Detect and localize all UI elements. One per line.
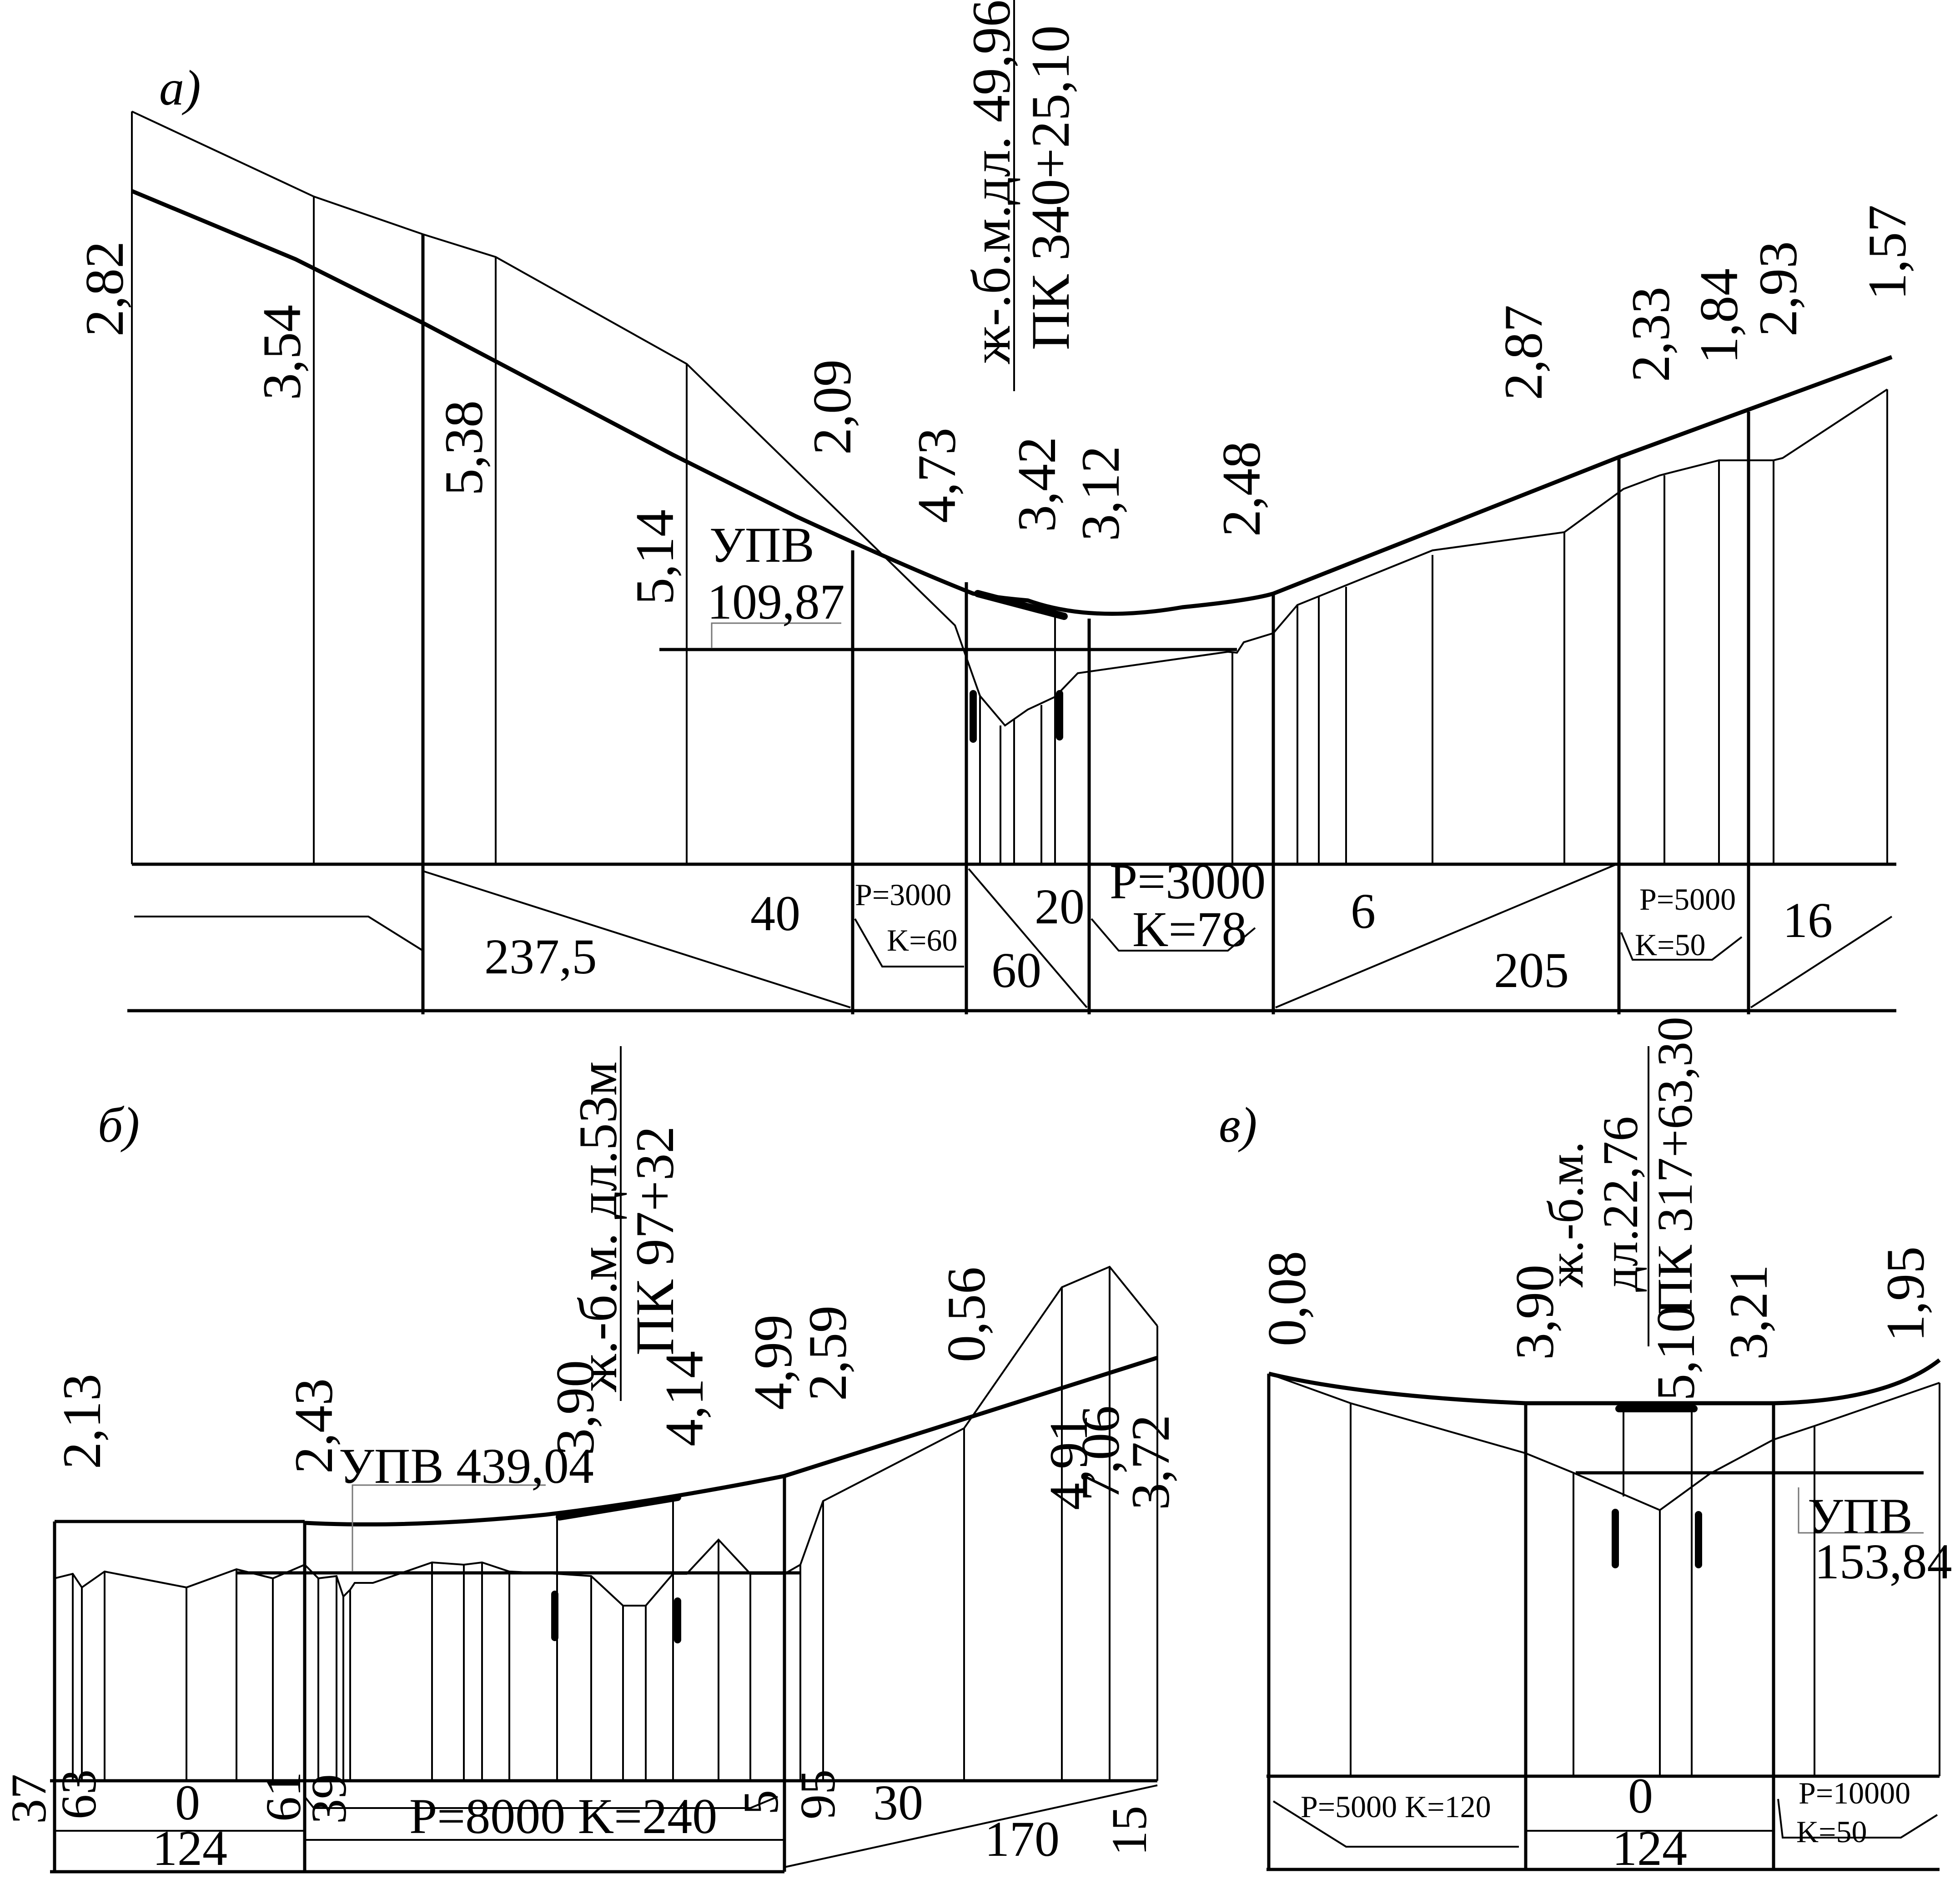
svg-text:1,84: 1,84 — [1689, 268, 1749, 364]
svg-text:95: 95 — [790, 1769, 845, 1819]
panel-c-verticals — [1350, 1383, 1940, 1776]
panel-a-profile-table — [127, 862, 1896, 1013]
svg-text:P=10000: P=10000 — [1799, 1776, 1910, 1810]
svg-text:K=50: K=50 — [1635, 927, 1705, 962]
svg-text:K=50: K=50 — [1796, 1814, 1867, 1849]
svg-text:205: 205 — [1494, 942, 1569, 998]
svg-text:16: 16 — [1783, 892, 1833, 948]
panel-b-upv-leader — [352, 1484, 546, 1572]
svg-text:1,57: 1,57 — [1857, 205, 1917, 300]
svg-text:63: 63 — [51, 1769, 106, 1819]
svg-text:3,72: 3,72 — [1120, 1415, 1181, 1510]
panel-b: б) ж.-б.м. дл.53м ПК 97+32 УПВ 439,04 2,… — [1, 1046, 1181, 1876]
svg-text:20: 20 — [1035, 879, 1085, 934]
svg-text:0,08: 0,08 — [1256, 1251, 1317, 1346]
svg-text:3,21: 3,21 — [1718, 1264, 1779, 1360]
panel-c-upv-label: УПВ — [1808, 1488, 1913, 1544]
panel-c-design-grade — [1268, 1358, 1941, 1405]
svg-text:30: 30 — [873, 1775, 923, 1830]
svg-text:5: 5 — [733, 1790, 789, 1815]
svg-text:K=60: K=60 — [887, 923, 957, 957]
svg-text:4,14: 4,14 — [654, 1351, 714, 1446]
svg-text:124: 124 — [1612, 1820, 1687, 1876]
panel-c-upv-value: 153,84 — [1814, 1534, 1952, 1589]
svg-text:170: 170 — [985, 1811, 1060, 1867]
svg-text:2,82: 2,82 — [74, 241, 135, 337]
svg-text:0: 0 — [175, 1775, 200, 1830]
panel-b-bridge-station: ПК 97+32 — [624, 1126, 685, 1355]
panel-c-bridge-line1: ж.-б.м. — [1538, 1141, 1593, 1288]
panel-a-verticals — [131, 111, 1888, 1014]
svg-text:2,93: 2,93 — [1748, 241, 1808, 337]
svg-text:1,95: 1,95 — [1875, 1246, 1935, 1342]
panel-c-upv-leader — [1798, 1487, 1924, 1534]
svg-text:5,10: 5,10 — [1645, 1305, 1706, 1401]
panel-c-caption: в) — [1219, 1097, 1257, 1153]
svg-text:4,73: 4,73 — [906, 428, 967, 523]
panel-b-verticals — [72, 1267, 1158, 1781]
panel-a-profile-labels: 237,5 40 P=3000 K=60 20 60 P=3000 K=78 6… — [484, 854, 1833, 998]
svg-text:P=3000: P=3000 — [855, 877, 951, 912]
panel-a-design-grade — [131, 189, 1893, 616]
svg-text:P=5000 K=120: P=5000 K=120 — [1301, 1789, 1491, 1824]
panel-b-caption: б) — [98, 1097, 140, 1153]
svg-text:37: 37 — [1, 1774, 56, 1824]
panel-c-bridge-line2: дл.22,76 — [1593, 1116, 1648, 1292]
panel-a-bridge-name: ж-.б.м.дл. 49,96 — [961, 0, 1021, 364]
svg-text:4,99: 4,99 — [743, 1315, 803, 1410]
svg-text:6: 6 — [1351, 883, 1376, 939]
panel-b-depth-labels: 2,13 2,43 3,90 4,14 4,99 2,59 0,56 4,91 … — [51, 1267, 1181, 1510]
svg-text:2,43: 2,43 — [283, 1378, 344, 1474]
svg-text:15: 15 — [1101, 1806, 1157, 1856]
svg-text:7,06: 7,06 — [1070, 1405, 1131, 1501]
panel-a-depth-labels: 2,82 3,54 5,38 5,14 2,09 4,73 3,42 3,12 … — [74, 205, 1917, 605]
panel-a-upv-value: 109,87 — [707, 574, 845, 630]
svg-text:2,33: 2,33 — [1620, 287, 1681, 382]
panel-b-upv: УПВ 439,04 — [339, 1438, 594, 1494]
panel-c-profile-labels: P=5000 K=120 0 P=10000 K=50 124 — [1301, 1768, 1910, 1876]
panel-a: а) ж-.б.м.дл. 49,96 ПК 340+25,10 УПВ 109… — [74, 0, 1917, 1014]
svg-text:3,54: 3,54 — [251, 305, 312, 400]
panel-a-caption: а) — [159, 60, 201, 116]
panel-b-bridge-deck — [556, 1494, 681, 1521]
svg-text:3,90: 3,90 — [545, 1360, 605, 1456]
panel-a-upv-label: УПВ — [709, 517, 814, 573]
svg-text:0,56: 0,56 — [936, 1267, 996, 1362]
svg-text:61: 61 — [256, 1772, 311, 1822]
svg-text:3,12: 3,12 — [1070, 446, 1131, 541]
panel-a-ground-line — [131, 111, 1888, 727]
svg-text:2,87: 2,87 — [1493, 305, 1553, 400]
svg-text:3,42: 3,42 — [1006, 437, 1067, 532]
panel-b-design-grade — [304, 1355, 1158, 1526]
panel-c: в) ж.-б.м. дл.22,76 ПК 317+63,30 УПВ 153… — [1219, 1017, 1952, 1876]
svg-text:39: 39 — [301, 1774, 357, 1824]
svg-text:2,59: 2,59 — [797, 1305, 858, 1401]
svg-text:124: 124 — [152, 1820, 227, 1876]
svg-text:P=5000: P=5000 — [1639, 882, 1736, 917]
svg-text:60: 60 — [991, 942, 1041, 998]
svg-text:0: 0 — [1628, 1768, 1653, 1824]
panel-a-upv-leader — [711, 622, 841, 648]
svg-text:K=78: K=78 — [1132, 902, 1246, 957]
svg-text:P=3000: P=3000 — [1110, 854, 1266, 909]
svg-text:2,09: 2,09 — [802, 359, 862, 455]
svg-text:40: 40 — [750, 886, 800, 941]
svg-text:3,90: 3,90 — [1504, 1264, 1565, 1360]
panel-a-bridge-deck — [974, 590, 1068, 620]
panel-b-bridge-name: ж.-б.м. дл.53м — [568, 1061, 628, 1392]
svg-text:2,13: 2,13 — [51, 1374, 112, 1469]
panel-b-profile-labels: 37 63 0 61 39 P=8000 K=240 5 95 30 15 12… — [1, 1769, 1157, 1876]
svg-text:4,91: 4,91 — [1038, 1415, 1099, 1510]
panel-c-depth-labels: 0,08 3,90 5,10 3,21 1,95 — [1256, 1246, 1935, 1401]
svg-text:5,38: 5,38 — [433, 400, 494, 496]
svg-text:5,14: 5,14 — [624, 509, 685, 605]
svg-text:2,48: 2,48 — [1211, 441, 1271, 537]
svg-text:P=8000 K=240: P=8000 K=240 — [409, 1788, 717, 1844]
svg-text:237,5: 237,5 — [484, 929, 597, 984]
panel-c-bridge-station: ПК 317+63,30 — [1647, 1017, 1703, 1315]
panel-a-bridge-station: ПК 340+25,10 — [1020, 25, 1081, 350]
